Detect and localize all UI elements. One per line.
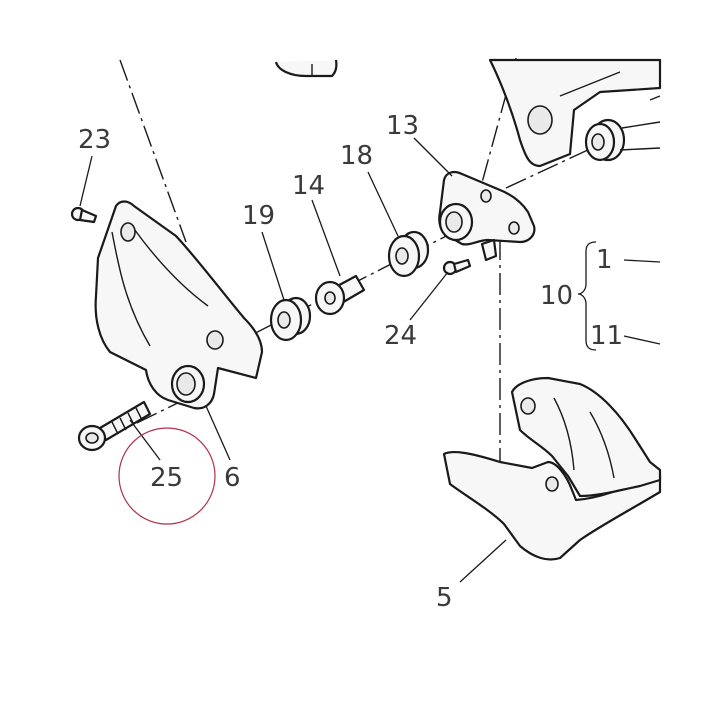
leader-24	[409, 271, 449, 321]
label-part-5[interactable]: 5	[436, 583, 453, 613]
label-part-11[interactable]: 11	[590, 321, 623, 351]
leader-5	[459, 539, 507, 583]
label-part-18[interactable]: 18	[340, 141, 373, 171]
part-25-cap-screw	[77, 400, 152, 452]
highlight-circle-part-25	[118, 427, 216, 525]
label-part-13[interactable]: 13	[386, 111, 419, 141]
leader-lines	[79, 137, 661, 583]
leader-19	[261, 231, 285, 301]
label-part-23[interactable]: 23	[78, 125, 111, 155]
leader-14	[311, 199, 341, 277]
part-18-grommet	[387, 230, 430, 278]
grommet-top-right	[584, 118, 661, 162]
label-part-14[interactable]: 14	[292, 171, 325, 201]
leader-13	[413, 137, 453, 177]
part-6-bracket	[94, 200, 264, 410]
label-part-24[interactable]: 24	[384, 321, 417, 351]
part-5-housing	[442, 376, 662, 561]
label-part-19[interactable]: 19	[242, 201, 275, 231]
leader-6	[205, 405, 231, 461]
label-part-25[interactable]: 25	[150, 463, 183, 493]
upper-bracket-fragment	[274, 59, 338, 78]
group-brace-10	[577, 241, 597, 351]
part-19-grommet	[269, 296, 312, 342]
upper-frame-fragment	[488, 58, 662, 168]
leader-18	[367, 171, 399, 237]
label-part-10[interactable]: 10	[540, 281, 573, 311]
part-24-screw	[442, 258, 472, 276]
label-part-1[interactable]: 1	[596, 245, 613, 275]
label-part-6[interactable]: 6	[224, 463, 241, 493]
part-13-plate	[438, 170, 536, 262]
leader-23	[79, 155, 93, 207]
leader-25	[129, 419, 161, 461]
part-23-screw	[70, 206, 98, 224]
callout-labels: 1 10 11 13 18 14 19 23 24 25 6 5	[78, 111, 623, 613]
part-14-spacer	[314, 274, 366, 316]
leader-1	[623, 259, 661, 263]
leader-11	[623, 335, 661, 345]
